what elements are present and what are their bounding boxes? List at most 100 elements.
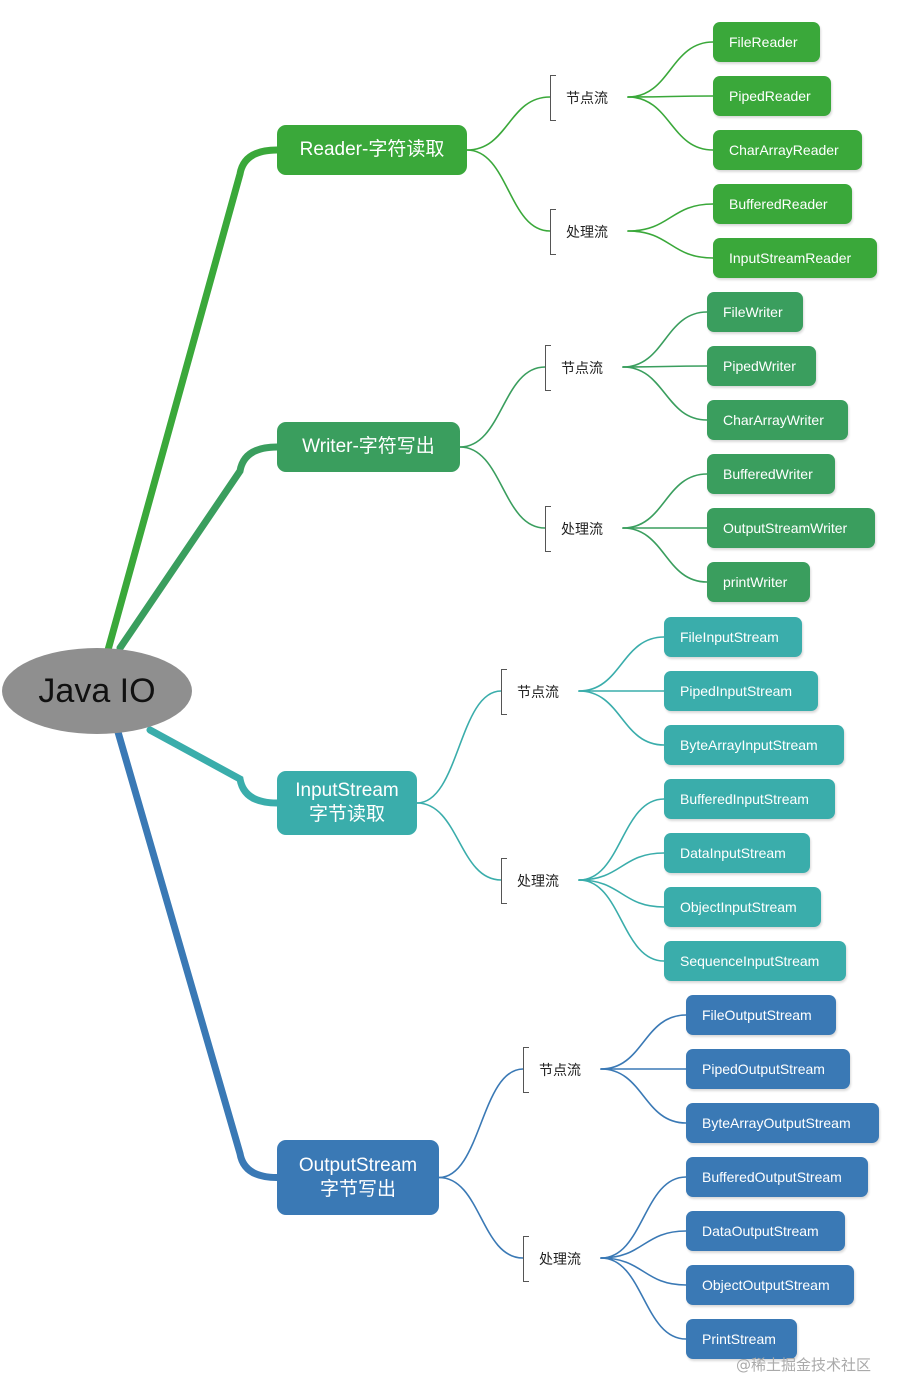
leaf-connector	[578, 636, 665, 692]
branch-connector	[466, 149, 551, 232]
group-bracket	[550, 75, 556, 121]
leaf-label: BufferedOutputStream	[702, 1169, 842, 1185]
leaf-node: ByteArrayInputStream	[664, 725, 844, 765]
leaf-connector	[627, 230, 714, 259]
group-bracket	[545, 506, 551, 552]
leaf-connector	[600, 1230, 687, 1259]
leaf-connector	[600, 1176, 687, 1259]
leaf-node: FileWriter	[707, 292, 803, 332]
leaf-connector	[578, 852, 665, 881]
leaf-label: PrintStream	[702, 1331, 776, 1347]
leaf-connector	[622, 366, 708, 421]
leaf-connector	[578, 798, 665, 881]
leaf-node: DataOutputStream	[686, 1211, 845, 1251]
leaf-label: PipedReader	[729, 88, 811, 104]
leaf-node: FileOutputStream	[686, 995, 836, 1035]
leaf-label: FileReader	[729, 34, 798, 50]
leaf-connector	[578, 879, 665, 962]
group-bracket	[550, 209, 556, 255]
branch-connector	[438, 1176, 524, 1259]
leaf-node: CharArrayReader	[713, 130, 862, 170]
leaf-label: BufferedWriter	[723, 466, 813, 482]
branch-connector	[416, 690, 502, 804]
leaf-node: DataInputStream	[664, 833, 810, 873]
leaf-connector	[622, 311, 708, 368]
leaf-node: ObjectOutputStream	[686, 1265, 854, 1305]
leaf-label: DataInputStream	[680, 845, 786, 861]
group-label: 节点流	[539, 1063, 581, 1079]
leaf-connector	[600, 1068, 687, 1124]
leaf-node: printWriter	[707, 562, 810, 602]
leaf-node: FileInputStream	[664, 617, 802, 657]
branch-node: OutputStream 字节写出	[277, 1140, 439, 1215]
leaf-label: ByteArrayInputStream	[680, 737, 818, 753]
leaf-node: PipedOutputStream	[686, 1049, 850, 1089]
leaf-connector	[627, 41, 714, 98]
leaf-label: CharArrayWriter	[723, 412, 824, 428]
branch-node: InputStream 字节读取	[277, 771, 417, 835]
leaf-label: BufferedReader	[729, 196, 828, 212]
branch-connector	[459, 366, 546, 448]
root-connector	[116, 443, 281, 652]
leaf-label: SequenceInputStream	[680, 953, 820, 969]
branch-label: Reader-字符读取	[299, 139, 445, 160]
leaf-label: DataOutputStream	[702, 1223, 819, 1239]
leaf-node: ByteArrayOutputStream	[686, 1103, 879, 1143]
group-label: 节点流	[561, 361, 603, 377]
leaf-node: ObjectInputStream	[664, 887, 821, 927]
group-bracket	[545, 345, 551, 391]
leaf-label: PipedWriter	[723, 358, 796, 374]
leaf-node: InputStreamReader	[713, 238, 877, 278]
leaf-label: FileOutputStream	[702, 1007, 812, 1023]
leaf-label: CharArrayReader	[729, 142, 839, 158]
leaf-node: OutputStreamWriter	[707, 508, 875, 548]
leaf-label: ObjectInputStream	[680, 899, 797, 915]
leaf-node: PipedReader	[713, 76, 831, 116]
leaf-label: FileWriter	[723, 304, 783, 320]
root-connector	[146, 726, 281, 807]
watermark: @稀土掘金技术社区	[736, 1356, 872, 1374]
leaf-connector	[627, 96, 714, 151]
leaf-connector	[578, 690, 665, 746]
root-node: Java IO	[2, 648, 192, 734]
leaf-connector	[600, 1257, 687, 1286]
group-bracket	[501, 669, 507, 715]
leaf-connector	[578, 879, 665, 908]
leaf-label: PipedInputStream	[680, 683, 793, 699]
leaf-node: BufferedInputStream	[664, 779, 835, 819]
branch-connector	[438, 1068, 524, 1179]
leaf-label: ByteArrayOutputStream	[702, 1115, 851, 1131]
leaf-node: SequenceInputStream	[664, 941, 846, 981]
leaf-node: PipedInputStream	[664, 671, 818, 711]
branch-label: InputStream 字节读取	[295, 780, 399, 825]
leaf-connector	[622, 473, 708, 529]
branch-label: OutputStream 字节写出	[298, 1154, 418, 1200]
leaf-connector	[627, 203, 714, 232]
group-label: 处理流	[517, 874, 559, 890]
leaf-connector	[622, 365, 708, 368]
leaf-node: BufferedWriter	[707, 454, 835, 494]
leaf-label: BufferedInputStream	[680, 791, 809, 807]
branch-node: Reader-字符读取	[277, 125, 467, 175]
group-label: 处理流	[539, 1252, 581, 1268]
branch-node: Writer-字符写出	[277, 422, 460, 472]
leaf-node: PipedWriter	[707, 346, 816, 386]
leaf-connector	[600, 1014, 687, 1070]
group-bracket	[523, 1047, 529, 1093]
leaf-label: ObjectOutputStream	[702, 1277, 830, 1293]
leaf-label: FileInputStream	[680, 629, 779, 645]
group-bracket	[523, 1236, 529, 1282]
branch-connector	[459, 446, 546, 529]
leaf-label: PipedOutputStream	[702, 1061, 825, 1077]
root-label: Java IO	[38, 671, 156, 710]
leaf-node: BufferedReader	[713, 184, 852, 224]
leaf-node: PrintStream	[686, 1319, 797, 1359]
leaf-node: FileReader	[713, 22, 820, 62]
leaf-label: printWriter	[723, 574, 788, 590]
group-label: 处理流	[561, 522, 603, 538]
leaf-label: OutputStreamWriter	[723, 520, 848, 536]
group-bracket	[501, 858, 507, 904]
branch-label: Writer-字符写出	[302, 436, 435, 457]
leaf-label: InputStreamReader	[729, 250, 852, 266]
group-label: 处理流	[566, 225, 608, 241]
